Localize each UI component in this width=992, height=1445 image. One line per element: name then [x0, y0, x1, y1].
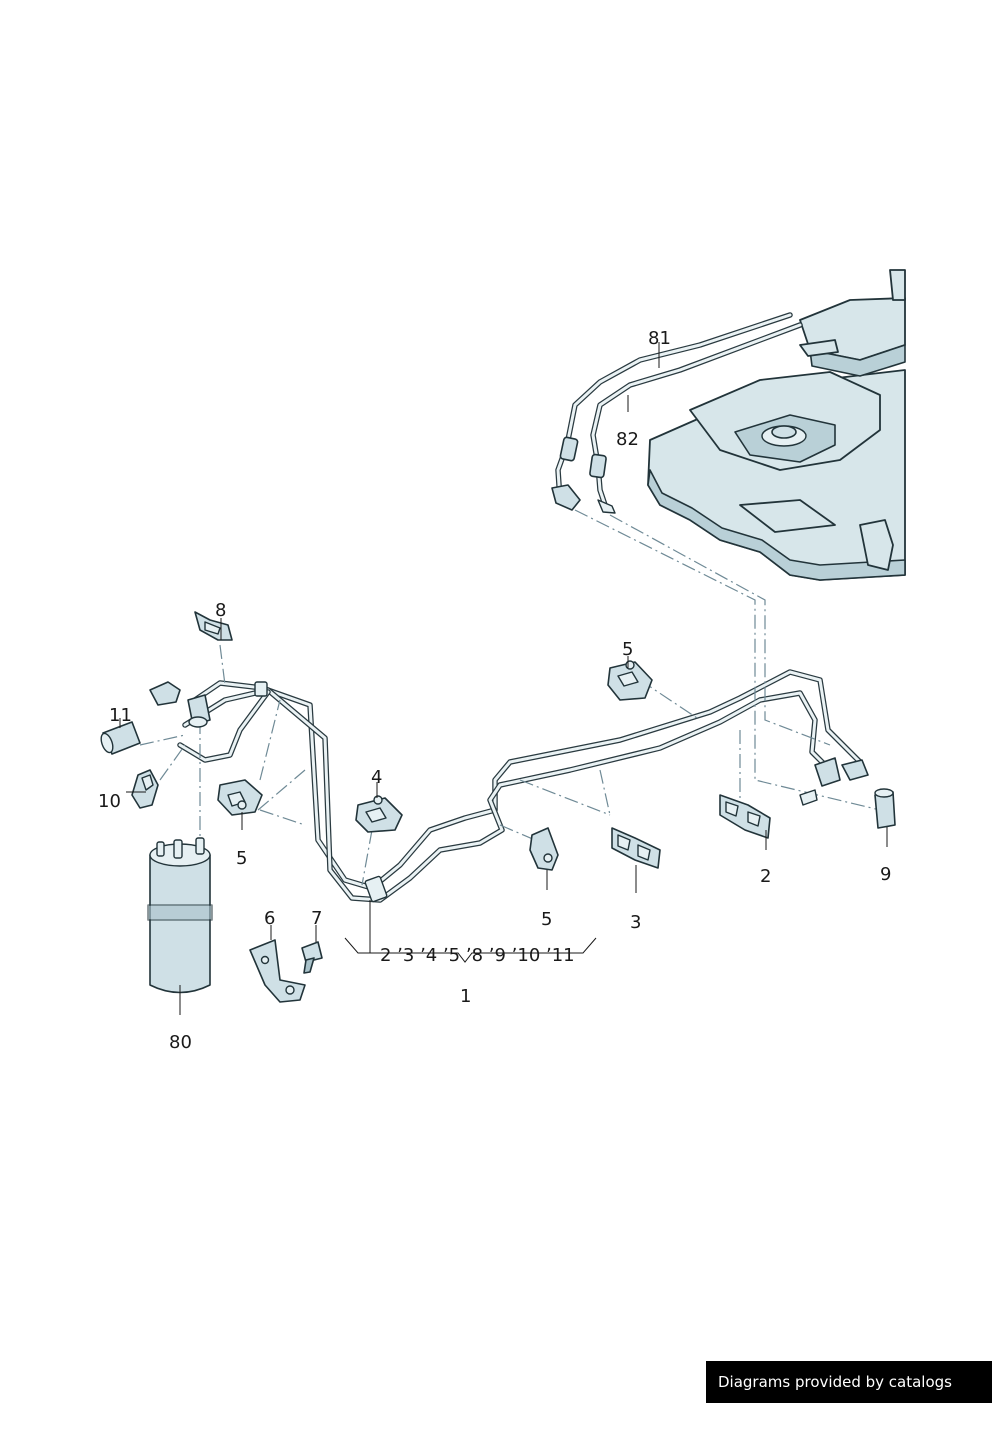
callout-80: 80: [169, 1032, 192, 1053]
callout-81: 81: [648, 328, 671, 349]
callout-10: 10: [98, 791, 121, 812]
callout-82: 82: [616, 429, 639, 450]
callout-8: 8: [215, 600, 226, 621]
callout-1: 1: [460, 986, 471, 1007]
callout-5-top: 5: [622, 639, 633, 660]
callout-5-middle: 5: [541, 909, 552, 930]
fuel-tank: [647, 269, 906, 581]
bolt-7: [301, 941, 323, 974]
holder-2: [719, 794, 771, 839]
callout-3: 3: [630, 912, 641, 933]
parts-diagram: 81 82 8 11 10 5 4 5 5 3 2 9 6 7 80 1 2 ʼ…: [98, 269, 906, 1053]
callout-7: 7: [311, 908, 322, 929]
connector-9: [874, 788, 896, 829]
clip-8: [194, 611, 233, 641]
callout-4: 4: [371, 767, 382, 788]
clip-5-middle: [529, 827, 559, 871]
holder-3: [611, 827, 661, 869]
callout-11: 11: [109, 705, 132, 726]
clip-5-left: [217, 779, 263, 816]
callout-5-left: 5: [236, 848, 247, 869]
callout-9: 9: [880, 864, 891, 885]
elbow-connectors: [149, 681, 211, 728]
pipe-81-82: [551, 312, 803, 514]
footer-credit: Diagrams provided by catalogs parts: [706, 1361, 992, 1433]
clip-10: [131, 769, 159, 809]
callout-6: 6: [264, 908, 275, 929]
bracket-6: [249, 939, 306, 1003]
callout-2: 2: [760, 866, 771, 887]
clip-4: [355, 795, 403, 833]
assembly-lines: [139, 509, 881, 886]
fittings-right: [799, 757, 869, 806]
connector-11: [100, 721, 141, 755]
clip-5-top: [607, 660, 653, 701]
leader-lines: [119, 342, 888, 1015]
callout-group: 2 ʼ3 ʼ4 ʼ5 ʼ8 ʼ9 ʼ10 ʼ11: [380, 945, 575, 966]
main-pipe-run: [177, 669, 863, 903]
fuel-filter-80: [147, 837, 213, 994]
callout-labels: 81 82 8 11 10 5 4 5 5 3 2 9 6 7 80 1 2 ʼ…: [98, 328, 891, 1053]
